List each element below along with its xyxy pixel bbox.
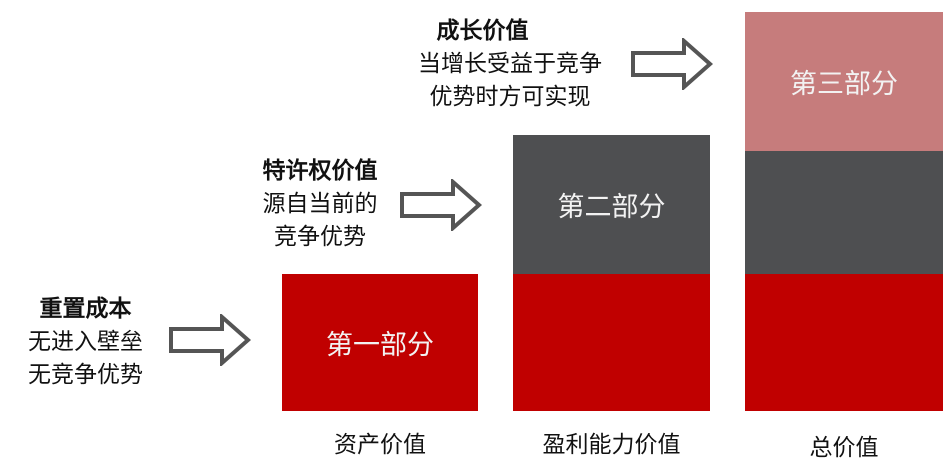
note-line: 竞争优势 <box>274 224 366 250</box>
note-title: 成长价值 <box>436 18 529 44</box>
asset-value-part1: 第一部分 <box>282 274 478 411</box>
asset-value-label: 资产价值 <box>334 432 426 458</box>
right-arrow-icon <box>631 38 714 90</box>
right-arrow-icon <box>400 179 483 231</box>
total-value-part2 <box>745 151 943 274</box>
total-value-part3: 第三部分 <box>745 12 943 151</box>
part2-label: 第二部分 <box>557 192 666 223</box>
note-title: 重置成本 <box>39 296 132 322</box>
total-value-label: 总价值 <box>809 435 879 461</box>
note-title: 特许权价值 <box>262 158 378 184</box>
note-line: 优势时方可实现 <box>429 84 591 110</box>
note-line: 源自当前的 <box>262 191 378 217</box>
part3-label: 第三部分 <box>790 69 898 100</box>
earnings-value-label: 盈利能力价值 <box>542 432 681 458</box>
note-line: 无竞争优势 <box>28 362 143 388</box>
part1-label: 第一部分 <box>326 330 434 361</box>
note-line: 无进入壁垒 <box>28 329 143 355</box>
total-value-part1 <box>745 274 943 411</box>
earnings-value-part2: 第二部分 <box>513 135 710 274</box>
note-line: 当增长受益于竞争 <box>418 51 602 77</box>
right-arrow-icon <box>169 314 252 366</box>
earnings-value-part1 <box>513 274 710 411</box>
replacement-cost-note: 重置成本 无进入壁垒 无竞争优势 <box>8 293 163 392</box>
franchise-value-note: 特许权价值 源自当前的 竞争优势 <box>240 155 400 254</box>
growth-value-note: 成长价值 当增长受益于竞争 优势时方可实现 <box>392 15 628 114</box>
